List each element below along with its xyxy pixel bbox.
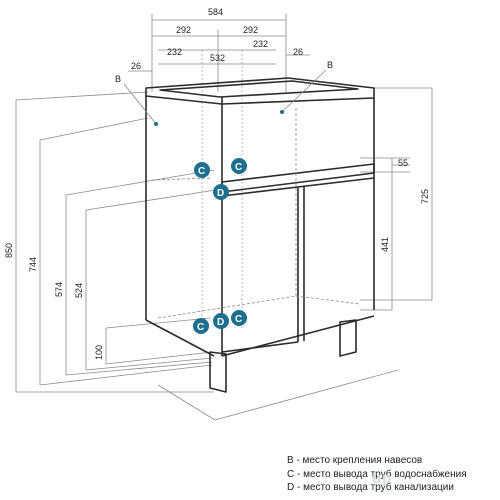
dim-524: 524: [74, 283, 84, 298]
marker-c-top-right: C: [231, 158, 247, 174]
left-dimensions: 850 744 574 524 100: [4, 91, 217, 393]
marker-c-bottom-right: C: [231, 310, 247, 326]
cabinet-body: [145, 77, 375, 393]
svg-text:C: C: [198, 166, 205, 177]
dim-edge-right: 26: [293, 47, 303, 57]
dim-drawer-offset: 55: [398, 158, 408, 168]
legend-b: B - место крепления навесов: [287, 455, 423, 466]
dim-total-height: 850: [4, 243, 14, 258]
dim-half-left: 292: [176, 25, 191, 35]
marker-c-bottom-left: C: [193, 318, 209, 334]
legend: B - место крепления навесов C - место вы…: [287, 454, 467, 495]
marker-d-bottom: D: [213, 313, 229, 329]
watermark: up: [372, 470, 393, 487]
bottom-depth-line: [157, 369, 399, 421]
svg-text:C: C: [197, 322, 204, 333]
dim-basin-width: 532: [210, 53, 225, 63]
svg-text:C: C: [235, 162, 242, 173]
marker-c-top-left: C: [194, 162, 210, 178]
dim-cabinet-height: 725: [420, 189, 430, 204]
callouts: B B C C D C D C: [115, 60, 333, 334]
svg-text:C: C: [235, 314, 242, 325]
dim-door-height: 441: [380, 237, 390, 252]
dim-leg-height: 100: [94, 345, 104, 360]
dim-inner-right: 232: [253, 39, 268, 49]
svg-text:D: D: [217, 188, 224, 199]
dim-overall-width: 584: [208, 7, 223, 17]
dim-744: 744: [28, 257, 38, 272]
legend-d: D - место вывода труб канализации: [287, 482, 454, 493]
callout-b-right: B: [327, 60, 333, 70]
dim-574: 574: [54, 282, 64, 297]
right-dimensions: 725 55 441: [360, 87, 433, 311]
marker-d-top: D: [213, 184, 229, 200]
dim-edge-left: 26: [131, 61, 141, 71]
dim-half-right: 292: [243, 25, 258, 35]
svg-text:D: D: [217, 317, 224, 328]
callout-b-left: B: [115, 74, 121, 84]
top-dimensions: 584 292 292 232 232 532 26 26: [128, 7, 310, 330]
dim-inner-left: 232: [167, 47, 182, 57]
legend-c: C - место вывода труб водоснабжения: [287, 468, 467, 480]
